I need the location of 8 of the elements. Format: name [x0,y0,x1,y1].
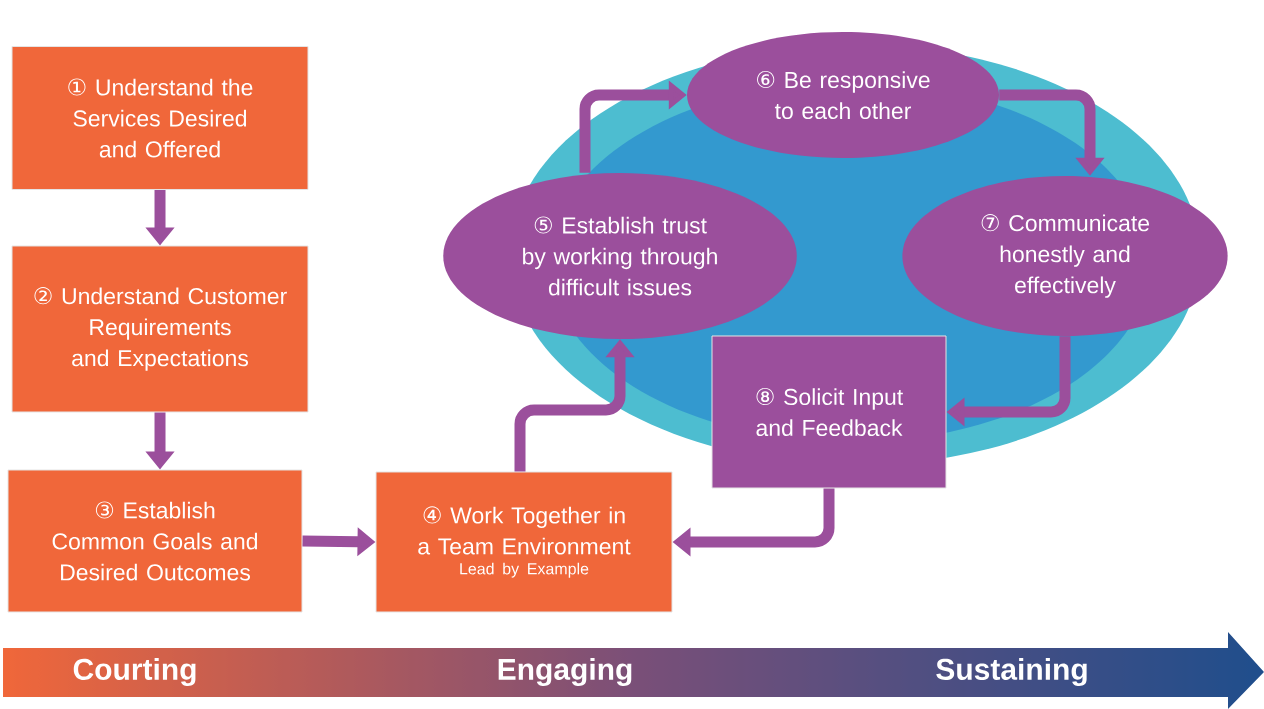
stage-label: Sustaining [936,657,1087,687]
stage-label: Engaging [498,657,632,687]
process-box: ① Understand the Services Desired and Offered [11,46,309,190]
process-box: ③ Establish Common Goals and Desired Outcomes [7,469,303,613]
process-box: ⑧ Solicit Input and Feedback [711,335,947,489]
process-box: ④ Work Together in a Team Environment Lead by Example [375,471,673,613]
process-box: ② Understand Customer Requirements and Expectations [11,245,309,413]
stage-label: Courting [73,657,196,687]
